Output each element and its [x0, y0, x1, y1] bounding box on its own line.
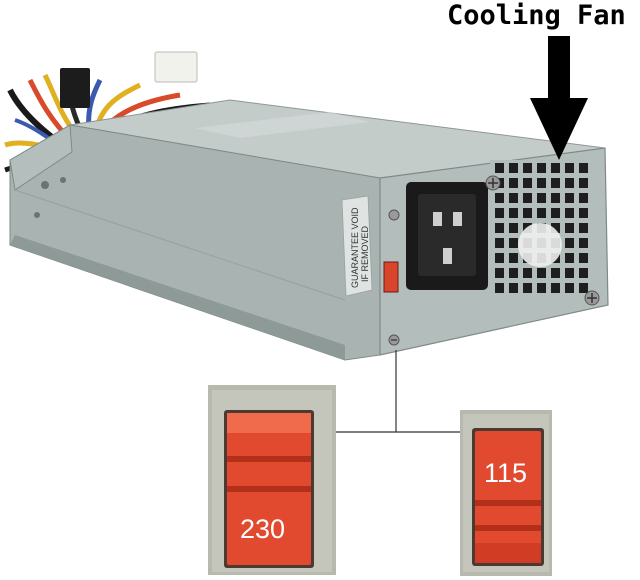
grille-hole [537, 283, 546, 293]
grille-hole [579, 223, 588, 233]
grille-hole [551, 283, 560, 293]
grille-hole [551, 223, 560, 233]
ac-power-inlet [406, 182, 488, 290]
grille-hole [537, 208, 546, 218]
warranty-sticker [341, 195, 373, 297]
grille-hole [565, 178, 574, 188]
switch-label-230: 230 [240, 514, 286, 544]
grille-hole [551, 178, 560, 188]
grille-hole [579, 268, 588, 278]
grille-hole [523, 163, 532, 173]
grille-hole [551, 268, 560, 278]
warranty-line-1: GUARANTEE VOID [350, 207, 360, 288]
grille-hole [565, 268, 574, 278]
grille-hole [495, 253, 504, 263]
grille-hole [537, 193, 546, 203]
grille-hole [523, 283, 532, 293]
grille-hole [579, 163, 588, 173]
voltage-switch-on-unit [383, 261, 399, 293]
grille-hole [537, 178, 546, 188]
grille-hole [523, 208, 532, 218]
switch-zoom-115 [460, 410, 552, 576]
grille-hole [509, 253, 518, 263]
grille-hole [579, 253, 588, 263]
grille-hole [495, 268, 504, 278]
grille-hole [509, 223, 518, 233]
grille-hole [495, 223, 504, 233]
warranty-line-2: IF REMOVED [360, 225, 370, 282]
grille-hole [565, 253, 574, 263]
grille-hole [523, 193, 532, 203]
grille-hole [495, 193, 504, 203]
grille-hole [565, 283, 574, 293]
grille-hole [551, 208, 560, 218]
grille-hole [509, 208, 518, 218]
front-screws [388, 175, 600, 346]
grille-hole [579, 178, 588, 188]
grille-hole [495, 163, 504, 173]
grille-hole [565, 238, 574, 248]
grille-hole [565, 208, 574, 218]
grille-hole [565, 163, 574, 173]
grille-hole [579, 193, 588, 203]
arrow-down-icon [530, 36, 588, 160]
grille-hole [509, 238, 518, 248]
grille-hole [509, 283, 518, 293]
grille-hole [509, 193, 518, 203]
grille-hole [551, 193, 560, 203]
grille-hole [509, 268, 518, 278]
grille-hole [579, 238, 588, 248]
grille-hole [579, 208, 588, 218]
switch-label-115: 115 [484, 458, 528, 488]
grille-hole [523, 268, 532, 278]
grille-hole [509, 178, 518, 188]
grille-hole [495, 208, 504, 218]
grille-hole [565, 223, 574, 233]
grille-hole [523, 178, 532, 188]
switch-zoom-230 [208, 385, 336, 575]
grille-hole [495, 283, 504, 293]
grille-hole [537, 163, 546, 173]
cooling-fan-label: Cooling Fan [447, 0, 626, 31]
grille-hole [495, 238, 504, 248]
grille-hole [537, 268, 546, 278]
callout-connector [330, 350, 470, 433]
grille-hole [509, 163, 518, 173]
grille-hole [565, 193, 574, 203]
grille-hole [551, 163, 560, 173]
grille-hole [579, 283, 588, 293]
